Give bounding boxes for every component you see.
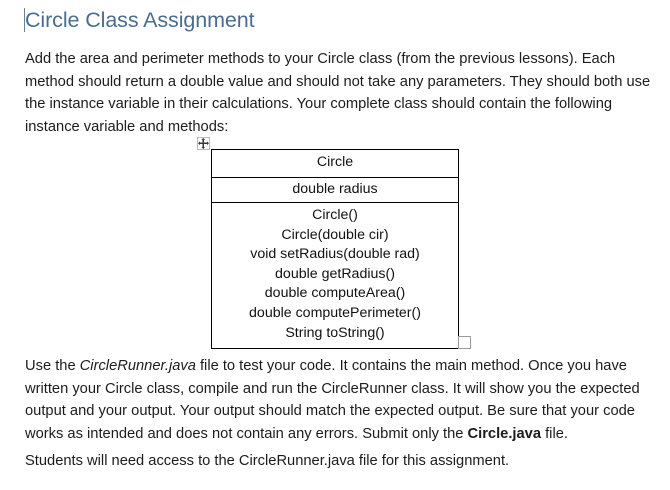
uml-method-3: double getRadius(): [275, 265, 395, 282]
runner-text-part2: file to test your code. It contains the …: [25, 358, 640, 442]
uml-class-name-cell: Circle: [211, 149, 459, 178]
page-title: Circle Class Assignment: [25, 8, 255, 32]
table-move-handle[interactable]: [197, 137, 210, 150]
uml-method-5: double computePerimeter(): [249, 304, 421, 321]
uml-method-1: Circle(double cir): [281, 226, 389, 243]
paragraph-students: Students will need access to the CircleR…: [25, 453, 510, 469]
uml-method-4: double computeArea(): [264, 285, 406, 302]
uml-methods-cell: Circle() Circle(double cir) void setRadi…: [211, 201, 459, 350]
uml-field-cell: double radius: [211, 177, 459, 203]
four-arrow-move-icon: [198, 138, 209, 149]
runner-filename-bold: Circle.java: [467, 425, 542, 442]
uml-method-6: String toString(): [285, 324, 385, 341]
uml-class-table[interactable]: Circle double radius Circle() Circle(dou…: [211, 149, 459, 350]
table-row-field: double radius: [211, 177, 459, 203]
table-row-methods: Circle() Circle(double cir) void setRadi…: [211, 201, 459, 350]
runner-text-part1: Use the: [25, 358, 80, 374]
table-row-classname: Circle: [211, 149, 459, 178]
runner-filename-italic: CircleRunner.java: [79, 358, 196, 374]
runner-text-part3: file.: [541, 425, 568, 442]
uml-method-0: Circle(): [312, 207, 358, 223]
uml-method-2: void setRadius(double rad): [250, 246, 420, 263]
text-caret: [24, 8, 25, 32]
table-resize-handle[interactable]: [458, 336, 471, 349]
paragraph-intro: Add the area and perimeter methods to yo…: [25, 51, 651, 135]
paragraph-runner: Use the CircleRunner.java file to test y…: [25, 355, 650, 445]
